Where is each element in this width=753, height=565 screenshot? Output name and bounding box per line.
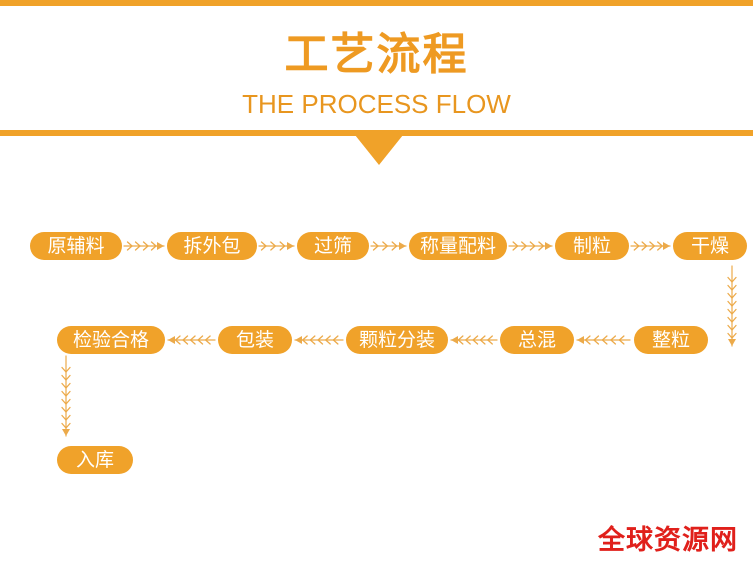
arrow-10-to-11 (167, 335, 216, 345)
flow-step-weigh-mix: 称量配料 (409, 232, 507, 260)
top-accent-bar (0, 0, 753, 6)
flow-step-sieve: 过筛 (297, 232, 369, 260)
arrow-9-to-10 (294, 335, 344, 345)
divider-pointer-icon (355, 135, 403, 165)
page-title: 工艺流程 (284, 29, 469, 80)
flow-step-warehouse: 入库 (57, 446, 133, 474)
flow-step-pack: 包装 (218, 326, 292, 354)
arrow-7-to-8 (576, 335, 631, 345)
arrow-1-to-2 (123, 241, 165, 251)
arrow-2-to-3 (258, 241, 295, 251)
flow-step-fill: 颗粒分装 (346, 326, 448, 354)
flow-step-size: 整粒 (634, 326, 708, 354)
flow-step-unpack: 拆外包 (167, 232, 257, 260)
arrow-5-to-6 (630, 241, 671, 251)
flow-step-dry: 干燥 (673, 232, 747, 260)
arrow-11-to-12 (61, 355, 71, 437)
header-divider (0, 130, 753, 136)
watermark-logo: 全球资源网 (598, 525, 738, 556)
flow-step-granulate: 制粒 (555, 232, 629, 260)
flow-step-raw-materials: 原辅料 (30, 232, 122, 260)
flow-step-blend: 总混 (500, 326, 574, 354)
arrow-8-to-9 (450, 335, 498, 345)
arrow-4-to-5 (508, 241, 553, 251)
arrow-6-to-7 (727, 265, 737, 347)
flow-step-inspect: 检验合格 (57, 326, 165, 354)
page-subtitle: THE PROCESS FLOW (242, 89, 511, 119)
arrow-3-to-4 (370, 241, 407, 251)
